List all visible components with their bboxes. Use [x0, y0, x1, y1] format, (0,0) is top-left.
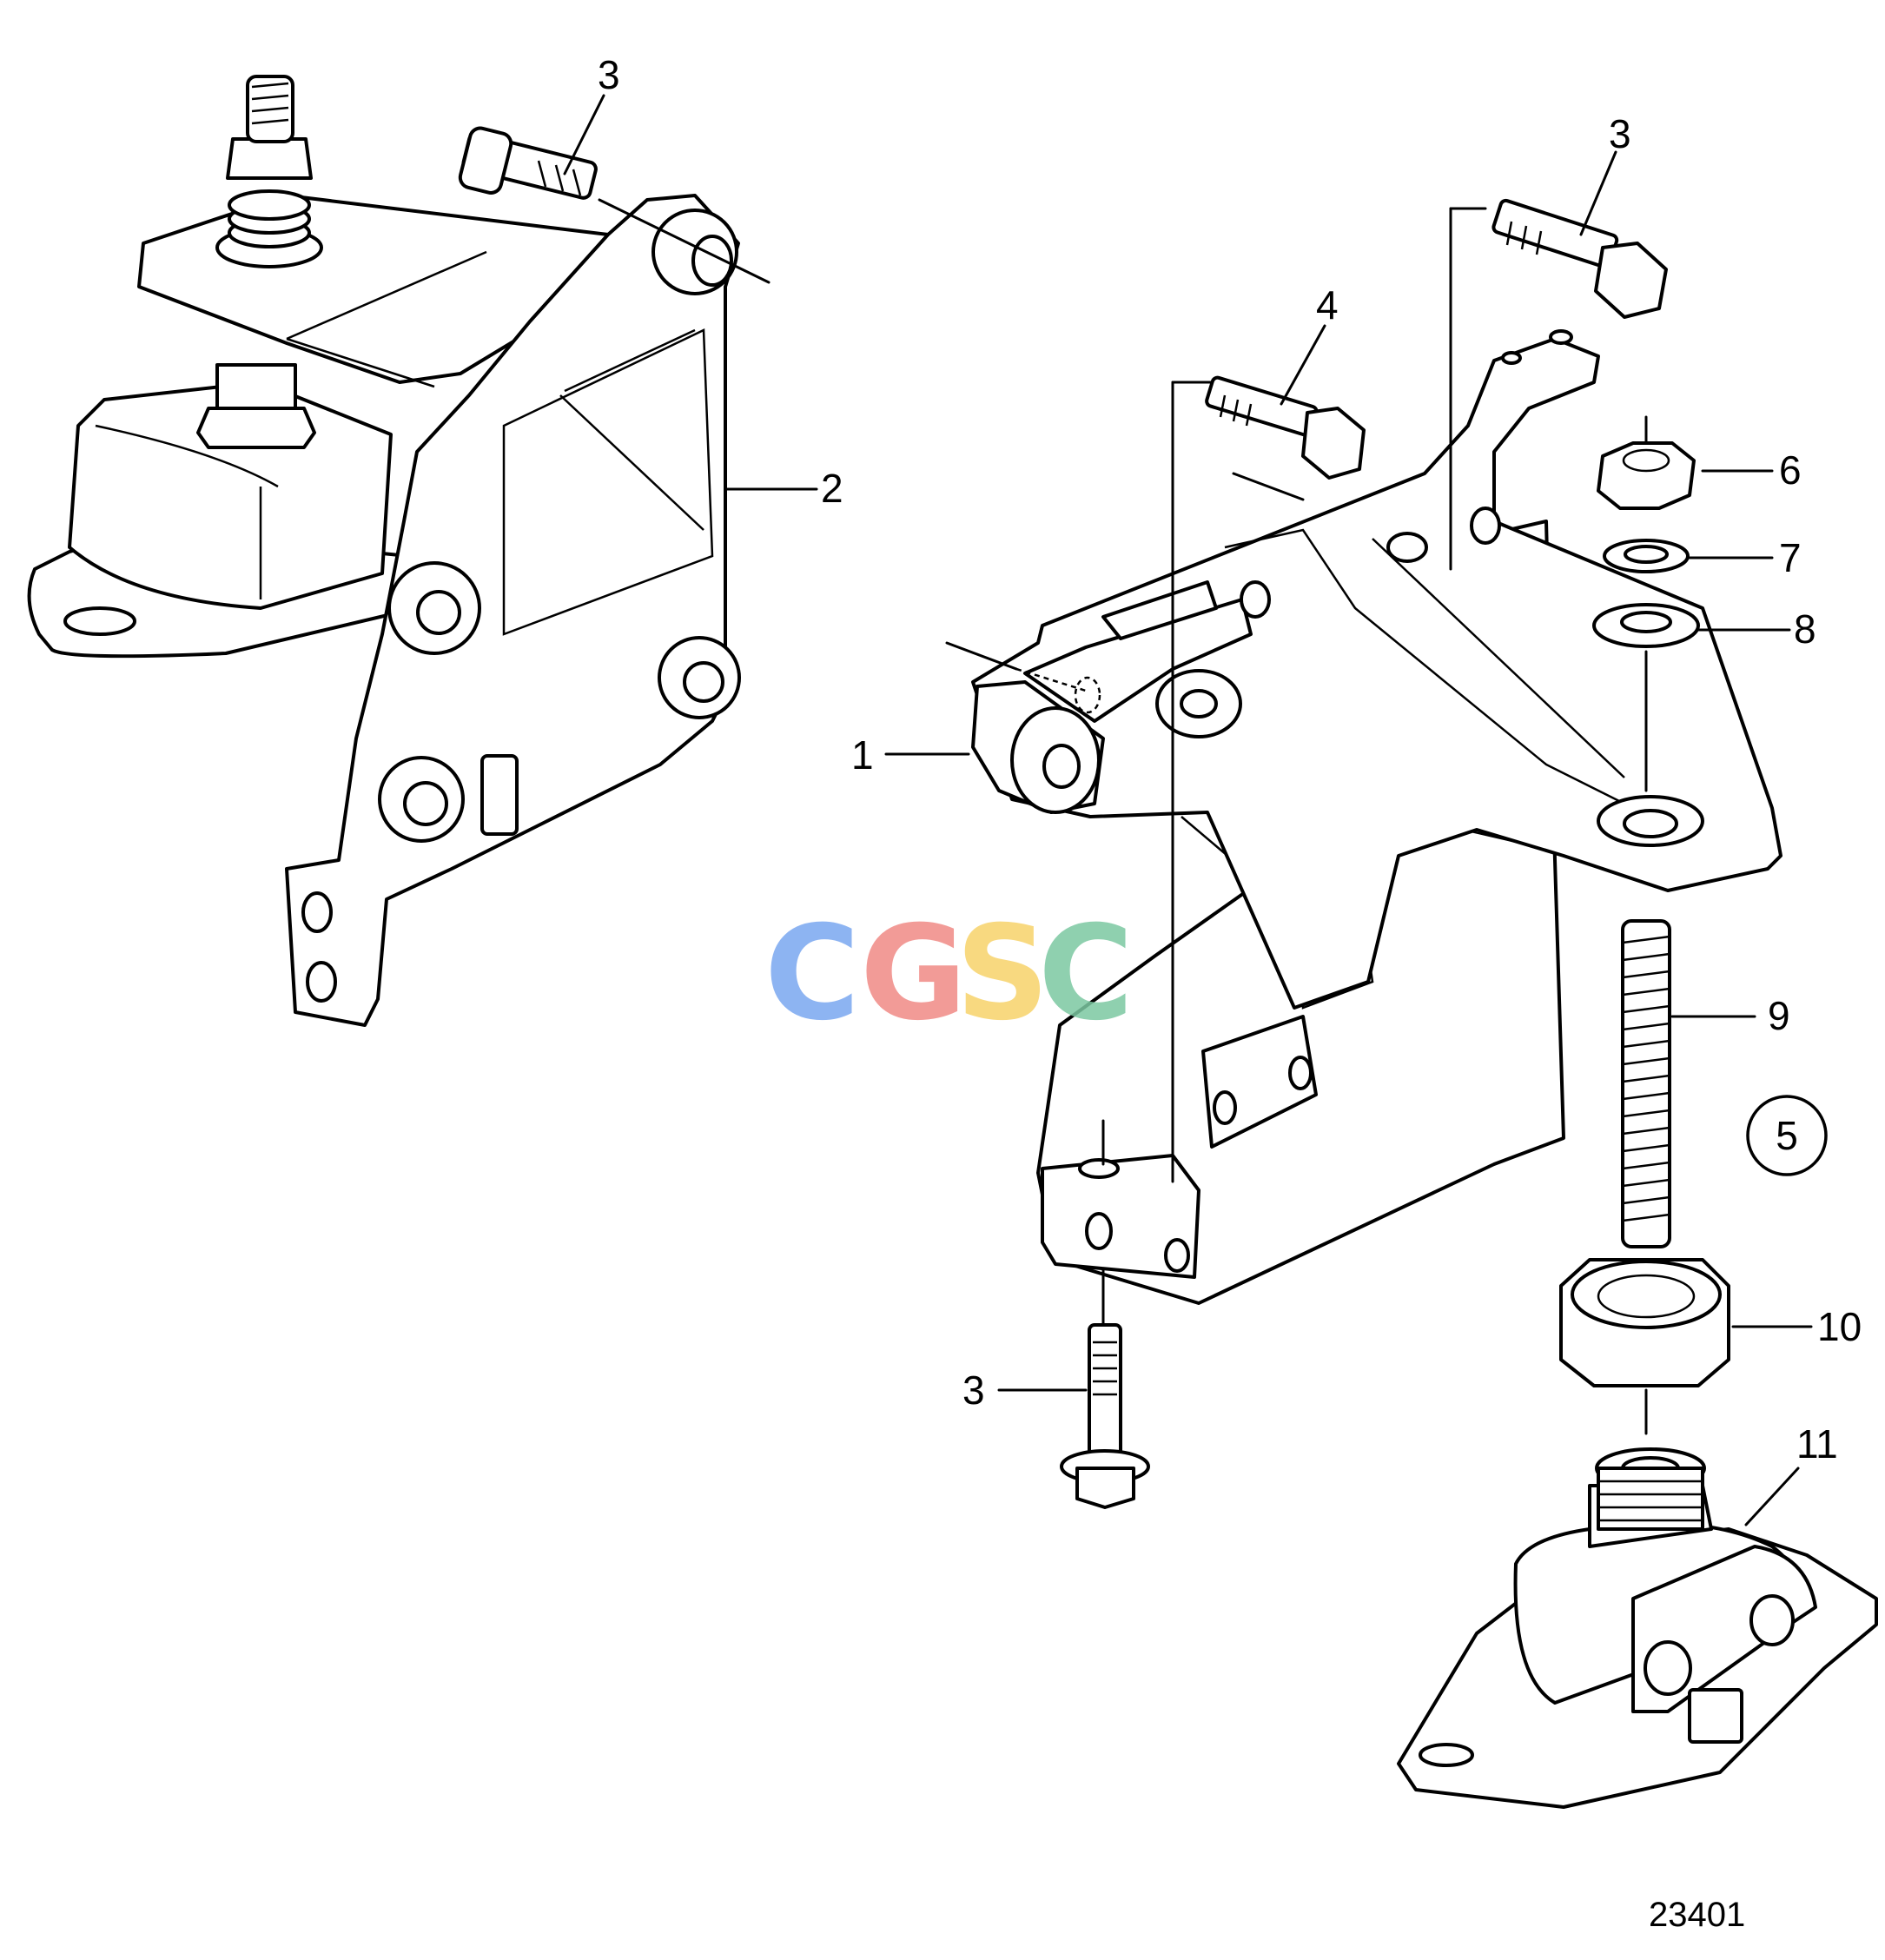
stud-stack-assembly — [1397, 415, 1878, 1809]
callout-4: 4 — [1316, 282, 1339, 328]
watermark-letter-g: G — [860, 898, 967, 1050]
left-engine-mount-assembly — [27, 75, 771, 1027]
callout-3-top-left: 3 — [598, 52, 620, 97]
bolt-3-lower — [1060, 1323, 1150, 1509]
callout-3-bottom: 3 — [962, 1367, 985, 1413]
callout-7: 7 — [1779, 535, 1802, 580]
callout-8: 8 — [1794, 606, 1816, 652]
callout-1: 1 — [851, 732, 874, 778]
watermark-letter-s: S — [956, 898, 1049, 1050]
callout-5-circle — [1746, 1095, 1828, 1176]
callout-numbers: 1 2 3 3 3 4 6 7 8 9 10 11 5 — [598, 52, 1862, 1467]
callout-3-top-right: 3 — [1609, 111, 1631, 156]
figure-number: 23401 — [1649, 1896, 1745, 1934]
callout-9: 9 — [1768, 993, 1790, 1038]
watermark-logo: C G S C — [764, 898, 1134, 1050]
callout-leaders — [563, 94, 1813, 1526]
bolt-3-upper — [1491, 198, 1668, 319]
callout-11: 11 — [1796, 1421, 1838, 1467]
watermark-letter-c2: C — [1038, 898, 1134, 1050]
callout-6: 6 — [1779, 447, 1802, 493]
callout-5: 5 — [1776, 1113, 1798, 1158]
watermark-letter-c: C — [764, 898, 860, 1050]
callout-10: 10 — [1817, 1304, 1862, 1349]
callout-2: 2 — [821, 466, 843, 511]
bolt-4 — [1205, 375, 1366, 480]
main-bracket-assembly — [945, 207, 1782, 1331]
